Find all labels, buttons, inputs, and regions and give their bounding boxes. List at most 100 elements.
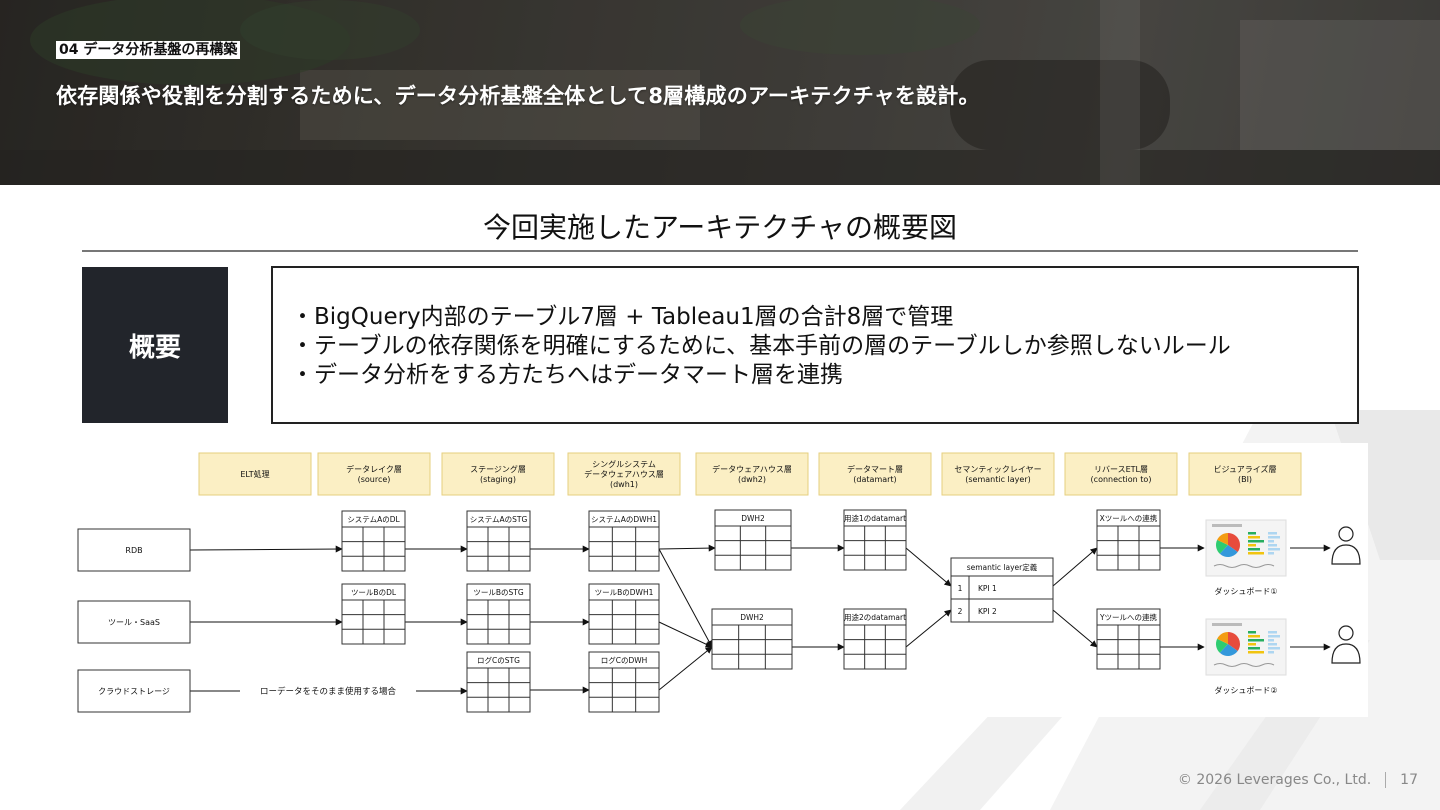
table-title: ログCのSTG: [477, 655, 520, 665]
footer: © 2026 Leverages Co., Ltd. 17: [1178, 772, 1418, 788]
dashboard-bar: [1248, 635, 1260, 638]
summary-text-box: ・BigQuery内部のテーブル7層 + Tableau1層の合計8層で管理 ・…: [271, 266, 1359, 424]
layer-label: ビジュアライズ層: [1213, 464, 1276, 474]
dashboard-bar: [1268, 544, 1277, 547]
table-title: システムAのSTG: [470, 515, 528, 524]
dashboard-bar: [1268, 548, 1280, 551]
flow-arrow: [659, 622, 712, 647]
table-title: DWH2: [741, 514, 765, 523]
architecture-diagram: ELT処理 データレイク層(source) ステージング層(staging) シングル…: [72, 443, 1368, 717]
page-number: 17: [1400, 772, 1418, 788]
table-title: システムAのDL: [347, 515, 400, 524]
dashboard-bar: [1248, 544, 1256, 547]
table-title: Yツールへの連携: [1099, 612, 1158, 622]
dashboard-bar: [1268, 635, 1280, 638]
user-icon: [1339, 626, 1353, 640]
layer-header: [318, 453, 430, 495]
flow-arrow: [190, 549, 342, 550]
summary-label-box: 概要: [82, 267, 228, 423]
semantic-row-number: 2: [958, 607, 963, 616]
copyright: © 2026 Leverages Co., Ltd.: [1178, 772, 1371, 788]
layer-label: データウェアハウス層: [584, 469, 664, 479]
layer-header: [696, 453, 808, 495]
semantic-row-label: KPI 1: [978, 584, 997, 593]
dashboard-bar: [1268, 540, 1274, 543]
semantic-row-number: 1: [958, 584, 963, 593]
raw-data-label: ローデータをそのまま使用する場合: [260, 686, 397, 697]
dashboard-bar: [1248, 647, 1260, 650]
flow-arrow: [659, 548, 715, 549]
layer-label: (semantic layer): [965, 475, 1030, 484]
flow-arrow: [906, 610, 951, 647]
dashboard-bar: [1248, 548, 1260, 551]
table-title: ツールBのDL: [351, 588, 397, 597]
summary-line: ・BigQuery内部のテーブル7層 + Tableau1層の合計8層で管理: [291, 303, 1357, 332]
layer-label: (dwh2): [738, 475, 766, 484]
source-label: クラウドストレージ: [98, 687, 170, 696]
dashboard-label: ダッシュボード①: [1214, 586, 1277, 596]
layer-label: (datamart): [853, 475, 896, 484]
table-title: ツールBのSTG: [473, 588, 523, 597]
layer-label: (dwh1): [610, 480, 638, 489]
layer-label: (source): [358, 475, 391, 484]
flow-arrow: [1053, 548, 1097, 586]
dashboard-bar: [1268, 536, 1280, 539]
dashboard-bar: [1268, 639, 1274, 642]
layer-header: [442, 453, 554, 495]
layer-label: (staging): [480, 475, 516, 484]
table-title: 用途1のdatamart: [844, 513, 906, 523]
dashboard-header-bar: [1212, 524, 1242, 527]
dashboard-bar: [1248, 540, 1264, 543]
layer-label: データウェアハウス層: [712, 464, 792, 474]
dashboard-bar: [1248, 631, 1256, 634]
layer-label: シングルシステム: [592, 459, 656, 469]
flow-arrow: [906, 548, 951, 586]
table-title: DWH2: [740, 613, 764, 622]
dashboard-bar: [1268, 631, 1277, 634]
dashboard-bar: [1248, 639, 1264, 642]
dashboard-bar: [1248, 552, 1264, 555]
user-icon: [1332, 545, 1360, 564]
dashboard-bar: [1268, 532, 1277, 535]
summary-line: ・データ分析をする方たちへはデータマート層を連携: [291, 361, 1357, 390]
table-title: ツールBのDWH1: [595, 588, 654, 597]
section-label: 04 データ分析基盤の再構築: [56, 41, 240, 59]
summary-line: ・テーブルの依存関係を明確にするために、基本手前の層のテーブルしか参照しないルー…: [291, 332, 1357, 361]
dashboard-bar: [1248, 643, 1256, 646]
layer-label: データマート層: [847, 464, 903, 474]
title-divider: [82, 250, 1358, 252]
dashboard-bar: [1268, 643, 1277, 646]
layer-label: データレイク層: [346, 464, 402, 474]
layer-label: ELT処理: [240, 469, 269, 479]
summary-label: 概要: [129, 327, 181, 364]
user-icon: [1339, 527, 1353, 541]
layer-label: (connection to): [1091, 475, 1152, 484]
layer-header: [1065, 453, 1177, 495]
user-icon: [1332, 644, 1360, 663]
layer-header: [1189, 453, 1301, 495]
dashboard-bar: [1248, 532, 1256, 535]
header-photo-band: 04 データ分析基盤の再構築 依存関係や役割を分割するために、データ分析基盤全体…: [0, 0, 1440, 185]
dashboard-bar: [1268, 651, 1274, 654]
page-headline: 依存関係や役割を分割するために、データ分析基盤全体として8層構成のアーキテクチャ…: [56, 80, 980, 110]
layer-label: リバースETL層: [1094, 465, 1148, 474]
layer-label: セマンティックレイヤー: [954, 465, 1041, 474]
semantic-title: semantic layer定義: [967, 562, 1038, 572]
table-title: ログCのDWH: [601, 655, 648, 665]
source-label: RDB: [125, 546, 142, 555]
flow-arrow: [659, 549, 712, 647]
architecture-diagram-svg: ELT処理 データレイク層(source) ステージング層(staging) シングル…: [72, 443, 1368, 717]
semantic-row-label: KPI 2: [978, 607, 997, 616]
dashboard-label: ダッシュボード②: [1214, 685, 1277, 695]
layer-header: [819, 453, 931, 495]
layer-header: [942, 453, 1054, 495]
source-label: ツール・SaaS: [108, 618, 160, 627]
dashboard-bar: [1248, 536, 1260, 539]
dashboard-bar: [1268, 552, 1274, 555]
layer-label: ステージング層: [470, 464, 526, 474]
flow-arrow: [659, 647, 712, 690]
footer-divider: [1385, 772, 1386, 788]
table-title: Xツールへの連携: [1100, 513, 1158, 523]
table-title: 用途2のdatamart: [844, 612, 906, 622]
